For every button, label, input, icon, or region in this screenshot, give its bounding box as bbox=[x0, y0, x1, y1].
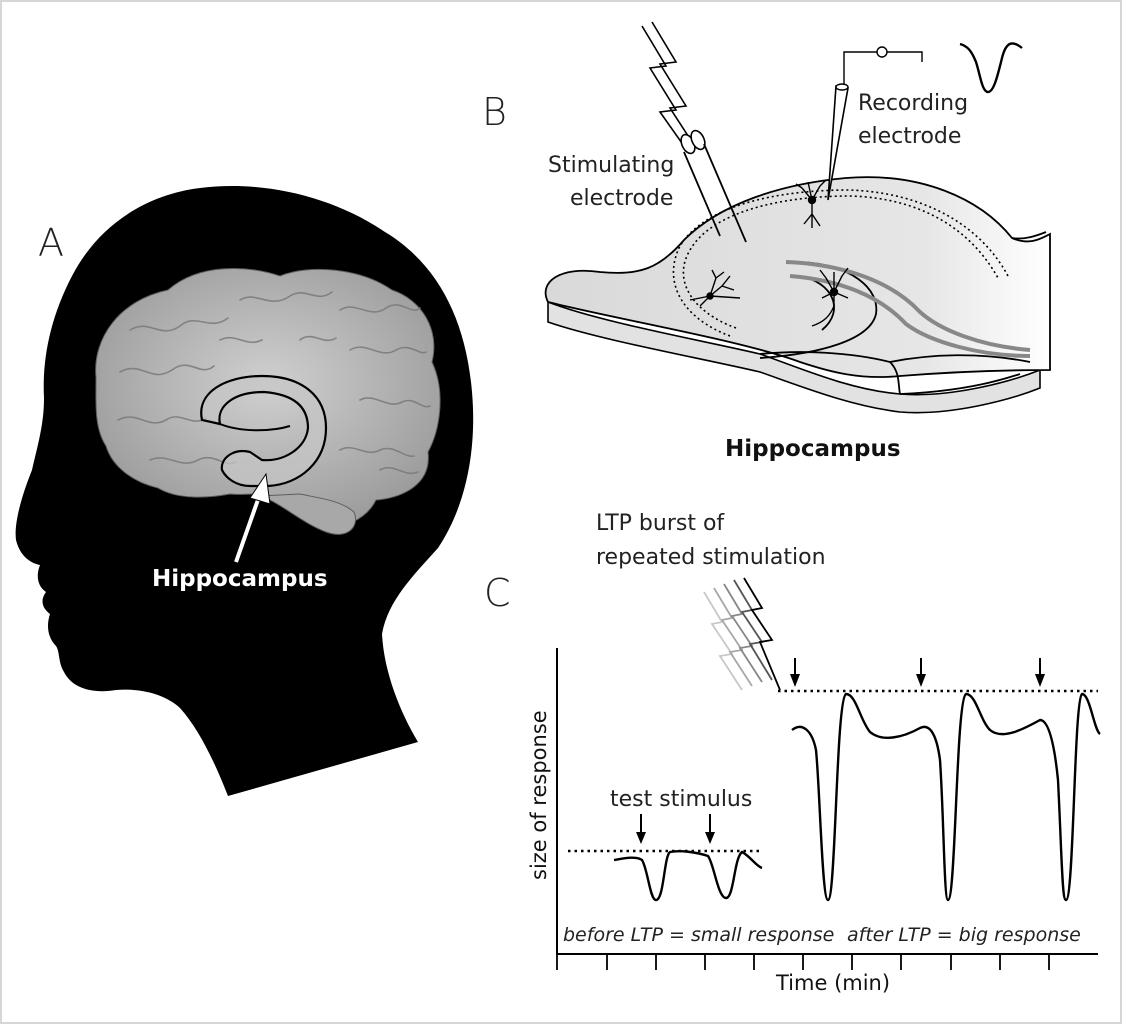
neuron-recorded bbox=[795, 179, 827, 228]
hippocampus-pointer-arrow bbox=[234, 472, 271, 563]
slab-side bbox=[547, 300, 1041, 414]
brain bbox=[95, 268, 441, 535]
ltp-burst-bolts bbox=[703, 577, 781, 691]
test-arrow-1 bbox=[636, 814, 646, 844]
schaffer-pathway bbox=[672, 189, 1009, 337]
panel-b: B bbox=[482, 21, 1051, 462]
before-ltp-caption: before LTP = small response bbox=[563, 924, 834, 946]
recording-label-line1: Recording bbox=[858, 91, 968, 116]
panel-b-title: Hippocampus bbox=[725, 436, 901, 462]
ltp-label-line1: LTP burst of bbox=[596, 511, 725, 536]
panel-b-letter: B bbox=[482, 90, 507, 134]
neuron-ca3 bbox=[689, 269, 741, 307]
mossy-fiber-band bbox=[785, 260, 1031, 358]
panel-a-hippocampus-label: Hippocampus bbox=[152, 566, 328, 592]
panel-c-letter: C bbox=[484, 571, 511, 615]
post-arrow-2 bbox=[916, 658, 926, 687]
x-axis-ticks bbox=[556, 954, 1050, 970]
post-arrow-3 bbox=[1035, 658, 1045, 687]
ltp-label-line2: repeated stimulation bbox=[596, 545, 826, 570]
panel-a: A bbox=[15, 185, 474, 796]
trace-after-ltp bbox=[791, 692, 1101, 902]
post-arrow-1 bbox=[790, 658, 800, 687]
stimulating-label-line1: Stimulating bbox=[548, 153, 674, 178]
recorded-waveform bbox=[959, 42, 1023, 94]
baselines bbox=[568, 689, 1098, 853]
y-axis-label: size of response bbox=[527, 710, 551, 880]
trace-before-ltp bbox=[613, 850, 763, 902]
stimulating-label-line2: electrode bbox=[570, 186, 673, 211]
panel-a-letter: A bbox=[38, 221, 64, 265]
x-axis-label: Time (min) bbox=[775, 971, 890, 995]
test-stimulus-label: test stimulus bbox=[610, 787, 752, 812]
neurons bbox=[689, 179, 849, 327]
stimulus-arrows bbox=[636, 658, 1045, 844]
brain-hippocampus-region bbox=[200, 374, 328, 488]
stimulating-electrode[interactable] bbox=[641, 21, 747, 243]
test-arrow-2 bbox=[705, 814, 715, 844]
slab-folds bbox=[759, 231, 1047, 395]
chart-axes bbox=[556, 648, 1098, 955]
panel-c: C LTP burst of repeated stimulation bbox=[484, 511, 1101, 995]
recording-label-line2: electrode bbox=[858, 124, 961, 149]
neuron-dentate bbox=[811, 267, 849, 327]
recording-electrode[interactable] bbox=[827, 46, 923, 201]
after-ltp-caption: after LTP = big response bbox=[847, 924, 1081, 946]
